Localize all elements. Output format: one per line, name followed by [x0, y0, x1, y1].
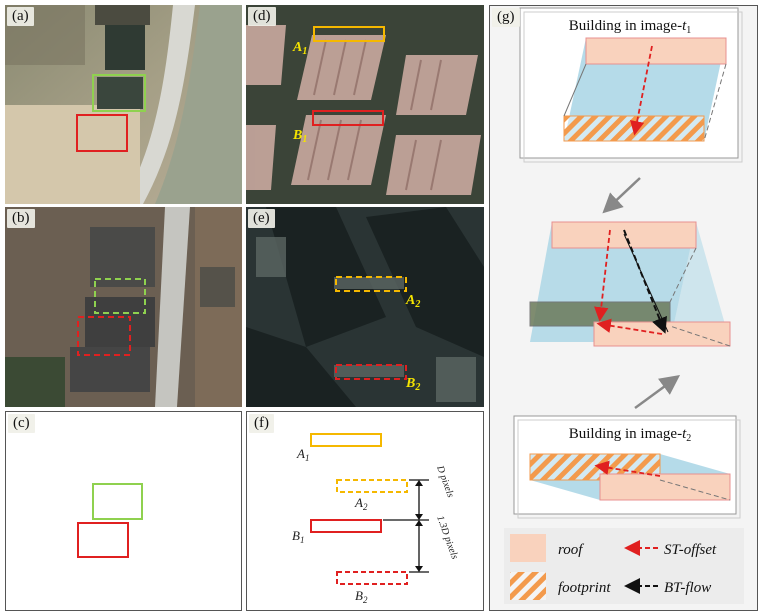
panel-label-a: (a) — [7, 7, 34, 26]
red-box-d — [312, 110, 384, 126]
st-offset-arrow-bottom — [594, 460, 661, 477]
label-b1-d: B1 — [292, 128, 307, 145]
red-dashed-box-e — [335, 364, 407, 380]
aerial-image-e: A2 B2 — [246, 207, 484, 407]
d-pixels-label: D pixels — [434, 463, 456, 499]
red-box-c — [77, 522, 129, 558]
distance-markers — [383, 479, 429, 573]
top-building-title: Building in image-t1 — [569, 18, 692, 36]
panel-g: Building in image-t1 Building in image-t… — [489, 5, 758, 611]
st-offset-arrow-mid-a — [594, 229, 611, 322]
bottom-building-title: Building in image-t2 — [569, 426, 692, 444]
panel-label-f: (f) — [249, 414, 274, 433]
panel-label-b: (b) — [7, 209, 35, 228]
label-a1-d: A1 — [292, 40, 307, 57]
offset-flow-diagram: Building in image-t1 Building in image-t… — [504, 7, 744, 604]
red-box-f — [310, 519, 382, 533]
legend-footprint-label: footprint — [558, 580, 611, 596]
green-dashed-box-b — [94, 278, 146, 314]
box-schematic-f: A1 A2 B1 B2 D pixels 1.3D pixels — [292, 433, 460, 605]
bottom-building-roof — [599, 473, 731, 501]
yellow-box-f — [310, 433, 382, 447]
yellow-dashed-box-e — [335, 276, 407, 292]
red-box-a — [76, 114, 128, 152]
legend-roof-swatch — [510, 534, 546, 562]
aerial-image-d: A1 B1 — [246, 5, 484, 204]
panel-label-d: (d) — [248, 7, 276, 26]
transition-arrow-top — [602, 177, 641, 214]
legend-footprint-swatch — [510, 572, 546, 600]
top-building-footprint — [563, 115, 705, 142]
aerial-image-a — [5, 5, 242, 204]
top-building-roof — [585, 37, 727, 65]
legend-bt-flow-label: BT-flow — [664, 580, 711, 596]
legend-st-offset-label: ST-offset — [664, 542, 717, 558]
label-b2-f: B2 — [355, 588, 368, 605]
legend-roof-label: roof — [558, 542, 584, 558]
box-schematic-c — [77, 483, 143, 558]
red-dashed-box-b — [77, 316, 131, 356]
panel-b: (b) — [5, 207, 242, 407]
label-a2-e: A2 — [405, 293, 420, 310]
label-b1-f: B1 — [292, 528, 304, 545]
st-offset-arrow-top — [630, 45, 653, 136]
panel-label-g: (g) — [492, 8, 520, 27]
st-offset-arrow-mid-b — [596, 318, 663, 335]
transition-arrow-bottom — [634, 375, 681, 410]
label-a1-f: A1 — [296, 446, 309, 463]
green-box-a — [92, 74, 146, 112]
label-b2-e: B2 — [405, 376, 420, 393]
red-dashed-box-f — [336, 571, 408, 585]
panel-c: (c) — [5, 411, 242, 611]
panel-label-c: (c) — [8, 414, 35, 433]
panel-f: A1 A2 B1 B2 D pixels 1.3D pixels (f) — [246, 411, 484, 611]
yellow-dashed-box-f — [336, 479, 408, 493]
panel-a: (a) — [5, 5, 242, 204]
panel-e: A2 B2 (e) — [246, 207, 484, 407]
d13-pixels-label: 1.3D pixels — [434, 514, 460, 561]
panel-d: A1 B1 (d) — [246, 5, 484, 204]
label-a2-f: A2 — [354, 495, 368, 512]
green-box-c — [92, 483, 143, 520]
yellow-box-d — [313, 26, 385, 42]
panel-label-e: (e) — [248, 209, 275, 228]
aerial-image-b — [5, 207, 242, 407]
